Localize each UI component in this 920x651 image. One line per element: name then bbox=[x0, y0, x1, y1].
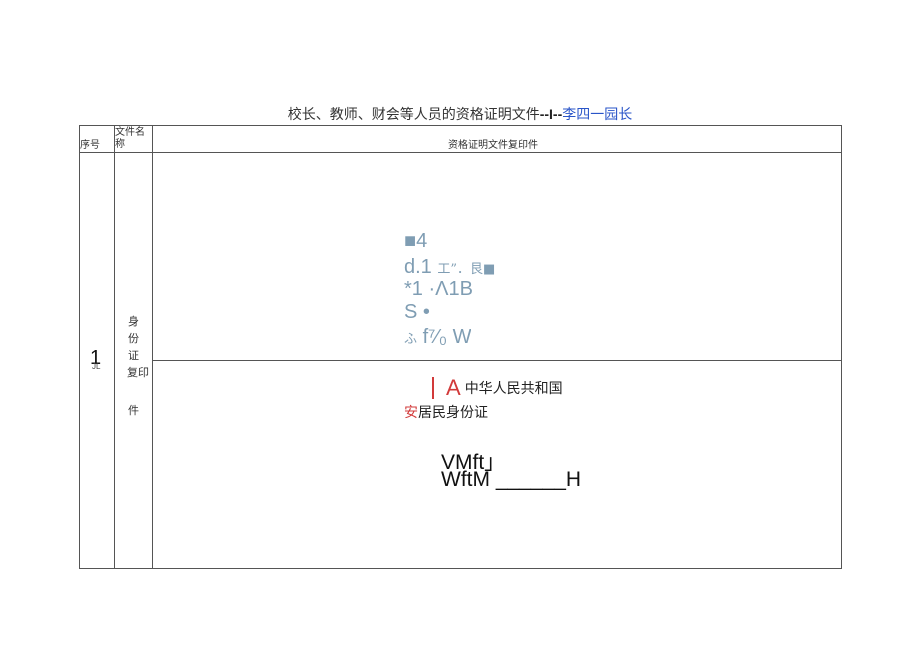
header-copy: 资格证明文件复印件 bbox=[448, 140, 538, 151]
scan-top-line-5a: ふ bbox=[404, 332, 418, 346]
table-border-bottom bbox=[79, 568, 842, 569]
doc-name-char-3: 证 bbox=[128, 349, 139, 362]
header-filename-line1: 文件名 bbox=[115, 127, 145, 138]
scan-top-line-1: ■4 bbox=[404, 230, 428, 252]
scan-top-line-5b: f⁷⁄₀ W bbox=[417, 326, 472, 346]
red-letter: A bbox=[446, 375, 461, 400]
doc-name-char-5: 件 bbox=[128, 404, 139, 417]
scan-top-line-3: *1 ·Λ1B bbox=[404, 278, 473, 300]
red-bar-mark bbox=[432, 377, 434, 399]
table-border-left bbox=[79, 125, 80, 569]
header-filename-line2: 称 bbox=[115, 139, 125, 150]
red-char: 安 bbox=[404, 405, 418, 421]
id-card-title: 安居民身份证 bbox=[404, 402, 488, 422]
row-number: 1 bbox=[90, 347, 102, 369]
doc-name-char-1: 身 bbox=[128, 315, 139, 328]
title-blue-text: 李四一园长 bbox=[562, 107, 633, 123]
scan-top-line-4: S • bbox=[404, 301, 430, 323]
table-border-right bbox=[841, 125, 842, 569]
header-seq: 序号 bbox=[80, 140, 100, 151]
table-header-divider bbox=[79, 152, 842, 153]
scan-top-line-5: ふ f⁷⁄₀ W bbox=[404, 326, 471, 346]
doc-name-char-2: 份 bbox=[128, 332, 139, 345]
title-main: 校长、教师、财会等人员的资格证明文件 bbox=[287, 107, 540, 123]
card-name: 居民身份证 bbox=[418, 405, 488, 421]
doc-name-char-4: 复印 bbox=[127, 366, 149, 379]
table-col-divider-1 bbox=[114, 125, 115, 569]
table-col-divider-2 bbox=[152, 125, 153, 569]
copy-cell-divider bbox=[153, 360, 842, 361]
scan-bottom-line-4: WftM ______H bbox=[441, 468, 582, 491]
scan-top-line-2b: 工”．艮■ bbox=[437, 262, 496, 277]
country-name: 中华人民共和国 bbox=[464, 381, 563, 397]
scan-top-line-2a: d.1 bbox=[404, 256, 438, 278]
document-title: 校长、教师、财会等人员的资格证明文件--I--李四一园长 bbox=[0, 104, 920, 124]
title-dashes: --I-- bbox=[539, 106, 563, 122]
scan-bottom-line-3: VMft」 bbox=[441, 451, 506, 474]
table-border-top bbox=[79, 125, 842, 126]
scan-top-line-2: d.1 工”．艮■ bbox=[404, 256, 495, 279]
row-number-sub: JL bbox=[92, 362, 101, 371]
